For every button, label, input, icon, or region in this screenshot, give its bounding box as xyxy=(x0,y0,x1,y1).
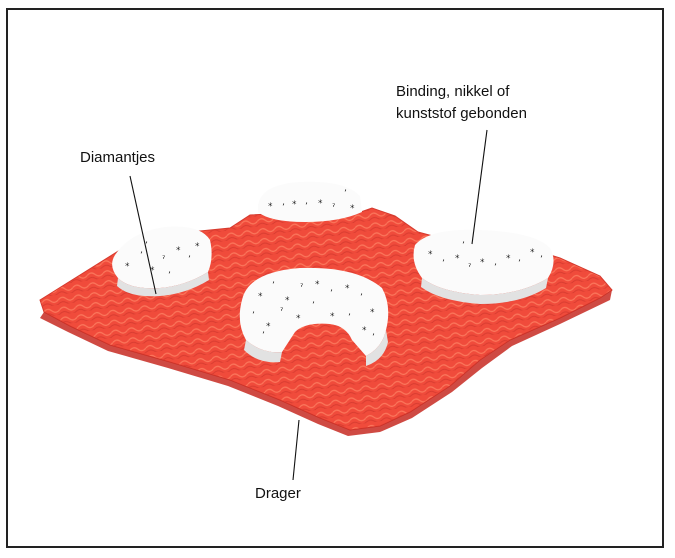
svg-text:⁎: ⁎ xyxy=(266,319,271,329)
svg-text:⁎: ⁎ xyxy=(292,197,297,207)
svg-text:⁎: ⁎ xyxy=(530,245,535,255)
svg-text:ʼ: ʼ xyxy=(262,331,265,341)
svg-text:⁎: ⁎ xyxy=(370,305,375,315)
svg-text:⁎: ⁎ xyxy=(125,259,130,269)
svg-text:ʼ: ʼ xyxy=(140,251,143,261)
leader-line-bond xyxy=(472,130,487,244)
svg-text:ʼ: ʼ xyxy=(344,189,347,199)
svg-text:⁎: ⁎ xyxy=(315,277,320,287)
svg-text:ˀ: ˀ xyxy=(280,307,283,317)
label-diamonds: Diamantjes xyxy=(80,148,155,168)
svg-text:⁎: ⁎ xyxy=(318,196,323,206)
svg-text:ʼ: ʼ xyxy=(540,255,543,265)
svg-text:ˀ: ˀ xyxy=(300,283,303,293)
svg-text:ʼ: ʼ xyxy=(494,263,497,273)
svg-text:⁎: ⁎ xyxy=(362,323,367,333)
svg-text:ʼ: ʼ xyxy=(282,203,285,213)
svg-text:⁎: ⁎ xyxy=(268,199,273,209)
svg-text:ʼ: ʼ xyxy=(372,333,375,343)
svg-text:ʼ: ʼ xyxy=(305,202,308,212)
svg-text:ʼ: ʼ xyxy=(330,289,333,299)
svg-text:ʼ: ʼ xyxy=(442,259,445,269)
label-bond-line-1: Binding, nikkel of xyxy=(396,82,509,102)
svg-text:⁎: ⁎ xyxy=(176,243,181,253)
svg-text:⁎: ⁎ xyxy=(428,247,433,257)
svg-text:ʼ: ʼ xyxy=(168,271,171,281)
svg-text:⁎: ⁎ xyxy=(258,289,263,299)
svg-text:⁎: ⁎ xyxy=(285,293,290,303)
svg-text:ʼ: ʼ xyxy=(348,313,351,323)
svg-text:⁎: ⁎ xyxy=(195,239,200,249)
svg-text:⁎: ⁎ xyxy=(480,255,485,265)
svg-text:⁎: ⁎ xyxy=(506,251,511,261)
svg-text:ʼ: ʼ xyxy=(272,281,275,291)
svg-text:⁎: ⁎ xyxy=(455,251,460,261)
svg-text:⁎: ⁎ xyxy=(345,281,350,291)
leader-line-carrier xyxy=(293,420,299,480)
svg-text:ʼ: ʼ xyxy=(252,311,255,321)
label-carrier: Drager xyxy=(255,484,301,504)
label-bond-line-2: kunststof gebonden xyxy=(396,104,527,124)
svg-text:ʼ: ʼ xyxy=(518,259,521,269)
svg-text:ˀ: ˀ xyxy=(162,255,165,265)
svg-text:⁎: ⁎ xyxy=(330,309,335,319)
svg-text:⁎: ⁎ xyxy=(350,201,355,211)
bond-segment-back xyxy=(258,182,362,222)
svg-text:ʼ: ʼ xyxy=(360,293,363,303)
svg-text:ʼ: ʼ xyxy=(188,255,191,265)
svg-text:⁎: ⁎ xyxy=(296,311,301,321)
svg-text:ʼ: ʼ xyxy=(462,241,465,251)
svg-text:ˀ: ˀ xyxy=(332,203,335,213)
svg-text:ˀ: ˀ xyxy=(468,263,471,273)
svg-text:ʼ: ʼ xyxy=(312,301,315,311)
